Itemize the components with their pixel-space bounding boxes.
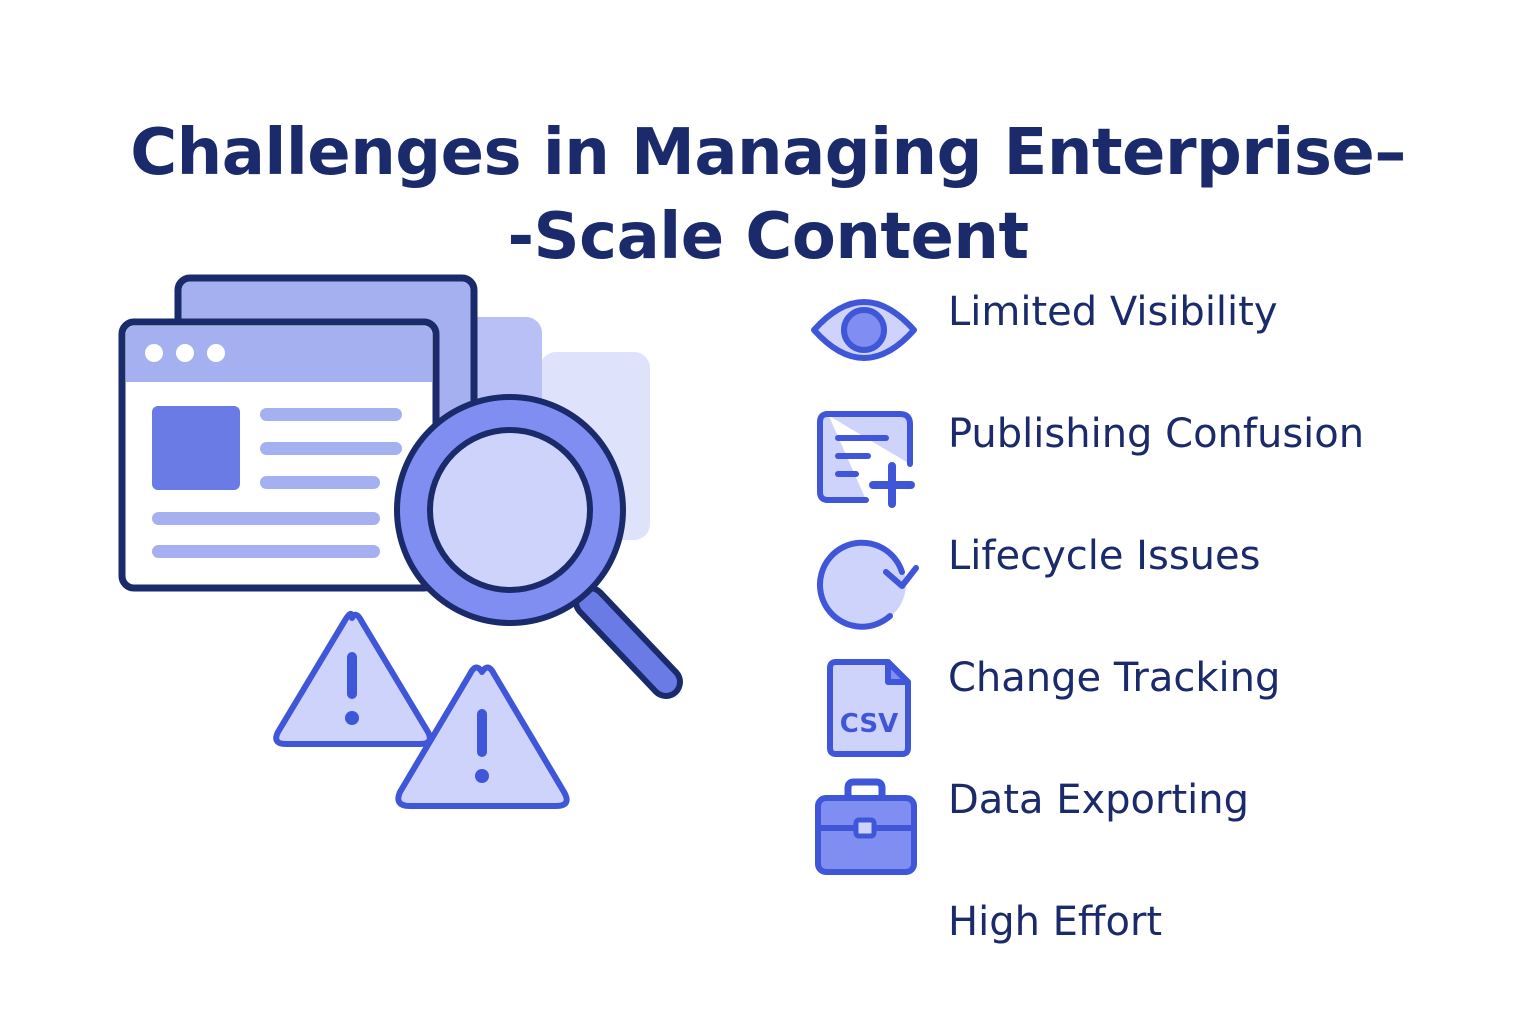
- csv-file-icon: CSV: [827, 659, 911, 757]
- title-line-2: -Scale Content: [507, 199, 1029, 274]
- csv-label: CSV: [840, 709, 898, 739]
- list-item: CSV Change Tracking: [806, 648, 1506, 758]
- list-item: Limited Visibility: [806, 282, 1506, 392]
- item-label: High Effort: [948, 899, 1163, 945]
- warning-icon: [273, 610, 433, 747]
- list-item: High Effort: [806, 892, 1506, 1002]
- eye-icon: [811, 299, 917, 361]
- hero-illustration: [118, 274, 683, 809]
- item-label: Limited Visibility: [948, 289, 1278, 335]
- item-label: Data Exporting: [948, 777, 1250, 823]
- warning-icon: [395, 664, 570, 809]
- item-label: Publishing Confusion: [948, 411, 1365, 457]
- page-title: Challenges in Managing Enterprise– -Scal…: [0, 111, 1536, 279]
- title-line-1: Challenges in Managing Enterprise–: [130, 115, 1406, 190]
- magnifier-icon: [394, 394, 683, 699]
- item-label: Lifecycle Issues: [948, 533, 1261, 579]
- list-item: Data Exporting: [806, 770, 1506, 880]
- document-plus-icon: [817, 411, 915, 508]
- challenge-list: Limited Visibility Publishing Confusion …: [806, 282, 1506, 982]
- browser-window-icon: [118, 318, 440, 592]
- item-label: Change Tracking: [948, 655, 1281, 701]
- list-item: Lifecycle Issues: [806, 526, 1506, 636]
- refresh-icon: [816, 539, 919, 630]
- list-item: Publishing Confusion: [806, 404, 1506, 514]
- briefcase-icon: [815, 778, 917, 875]
